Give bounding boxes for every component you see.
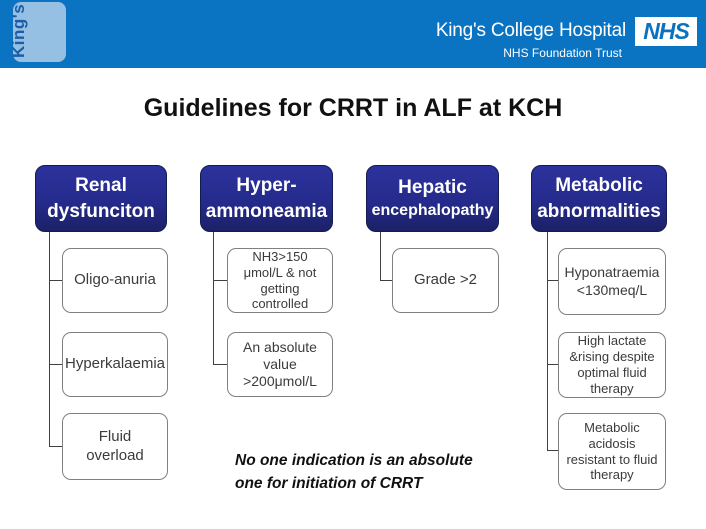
header-line: encephalopathy (371, 202, 494, 220)
header-line: Hyper- (236, 175, 297, 197)
banner: King's King's College Hospital NHS NHS F… (0, 0, 706, 68)
connector-line (213, 364, 227, 365)
connector-line (547, 232, 548, 451)
connector-line (380, 232, 381, 281)
item-grade: Grade >2 (392, 248, 499, 313)
hospital-name: King's College Hospital (435, 20, 626, 41)
connector-line (213, 232, 214, 365)
connector-line (213, 280, 227, 281)
connector-line (49, 232, 50, 447)
connector-line (547, 450, 558, 451)
note: No one indication is an absolute one for… (235, 449, 535, 496)
note-line: one for initiation of CRRT (235, 475, 423, 493)
trust-name: NHS Foundation Trust (503, 46, 622, 60)
nhs-logo: NHS (635, 17, 697, 46)
note-line: No one indication is an absolute (235, 452, 473, 469)
header-line: Hepatic (398, 177, 467, 199)
column-header-hyperammoneamia: Hyper- ammoneamia (200, 165, 333, 232)
header-line: dysfunciton (47, 200, 155, 222)
header-line: abnormalities (537, 200, 661, 222)
connector-line (547, 280, 558, 281)
header-line: Renal (75, 175, 127, 197)
kings-logo: King's (9, 2, 66, 62)
header-line: ammoneamia (205, 200, 328, 222)
item-nh3-threshold: NH3>150 μmol/L & not getting controlled (227, 248, 333, 313)
connector-line (49, 280, 62, 281)
connector-line (547, 364, 558, 365)
page-title: Guidelines for CRRT in ALF at KCH (143, 94, 563, 122)
column-header-renal-dysfunction: Renal dysfunciton (35, 165, 167, 232)
column-header-hepatic-encephalopathy: Hepatic encephalopathy (366, 165, 499, 232)
item-metabolic-acidosis: Metabolic acidosis resistant to fluid th… (558, 413, 666, 490)
connector-line (49, 446, 62, 447)
item-absolute-value: An absolute value >200μmol/L (227, 332, 333, 397)
item-high-lactate: High lactate &rising despite optimal flu… (558, 332, 666, 398)
item-hyperkalaemia: Hyperkalaemia (62, 332, 168, 397)
item-fluid-overload: Fluid overload (62, 413, 168, 480)
connector-line (380, 280, 392, 281)
header-line: Metabolic (555, 175, 643, 197)
connector-line (49, 364, 62, 365)
item-oligo-anuria: Oligo-anuria (62, 248, 168, 313)
item-hyponatraemia: Hyponatraemia <130meq/L (558, 248, 666, 315)
column-header-metabolic-abnormalities: Metabolic abnormalities (531, 165, 667, 232)
